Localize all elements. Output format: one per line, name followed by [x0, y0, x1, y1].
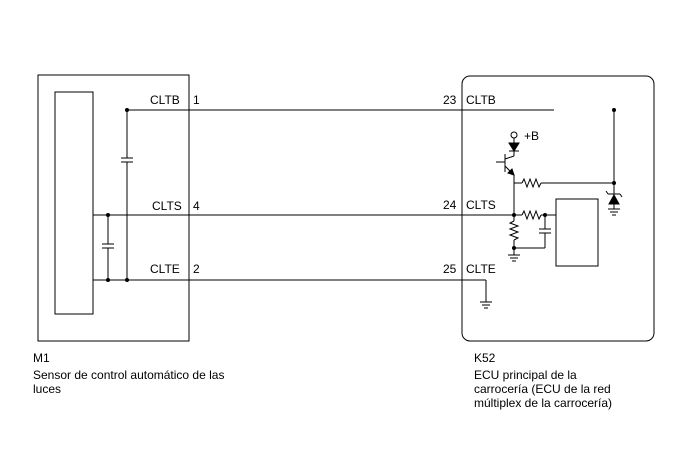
pin-number-25: 25 — [443, 262, 457, 276]
left-component-box — [37, 74, 190, 342]
transistor-symbol — [496, 154, 515, 215]
right-component-name-line2: carrocería (ECU de la red — [474, 382, 611, 396]
pin-number-24: 24 — [443, 198, 457, 212]
diode-symbol — [508, 142, 520, 156]
capacitor-c3 — [514, 215, 551, 249]
right-component-code: K52 — [474, 351, 496, 365]
right-component-name-line3: múltiplex de la carrocería) — [474, 396, 613, 410]
pin-label-cltb-right: CLTB — [466, 93, 496, 107]
ground-symbol-clte — [480, 280, 492, 309]
resistor-r1 — [514, 177, 614, 189]
left-component-name-line2: luces — [33, 382, 62, 396]
sensor-element — [54, 91, 94, 315]
pin-label-clts-right: CLTS — [466, 198, 496, 212]
capacitor-c1 — [121, 110, 133, 280]
left-component-code: M1 — [33, 351, 50, 365]
supply-label: +B — [524, 129, 539, 143]
pin-number-2: 2 — [193, 262, 200, 276]
supply-terminal — [510, 131, 518, 143]
pin-label-clte-right: CLTE — [466, 262, 496, 276]
pin-label-cltb-left: CLTB — [150, 93, 180, 107]
right-component-name-line1: ECU principal de la — [474, 368, 577, 382]
right-component-box — [461, 75, 655, 342]
ground-symbol-zener — [608, 208, 620, 216]
capacitor-c2 — [102, 215, 114, 280]
pin-number-1: 1 — [193, 93, 200, 107]
pin-label-clte-left: CLTE — [150, 262, 180, 276]
ecu-internal-block — [555, 198, 599, 267]
junction-dots-left — [106, 108, 129, 282]
pin-label-clts-left: CLTS — [152, 199, 182, 213]
resistor-r2 — [514, 209, 556, 221]
ground-symbol-ecu — [508, 254, 520, 262]
pin-number-23: 23 — [443, 93, 457, 107]
junction-dots-right — [512, 108, 616, 250]
left-component-name-line1: Sensor de control automático de las — [33, 368, 225, 382]
zener-diode — [605, 110, 623, 209]
pin-number-4: 4 — [193, 199, 200, 213]
